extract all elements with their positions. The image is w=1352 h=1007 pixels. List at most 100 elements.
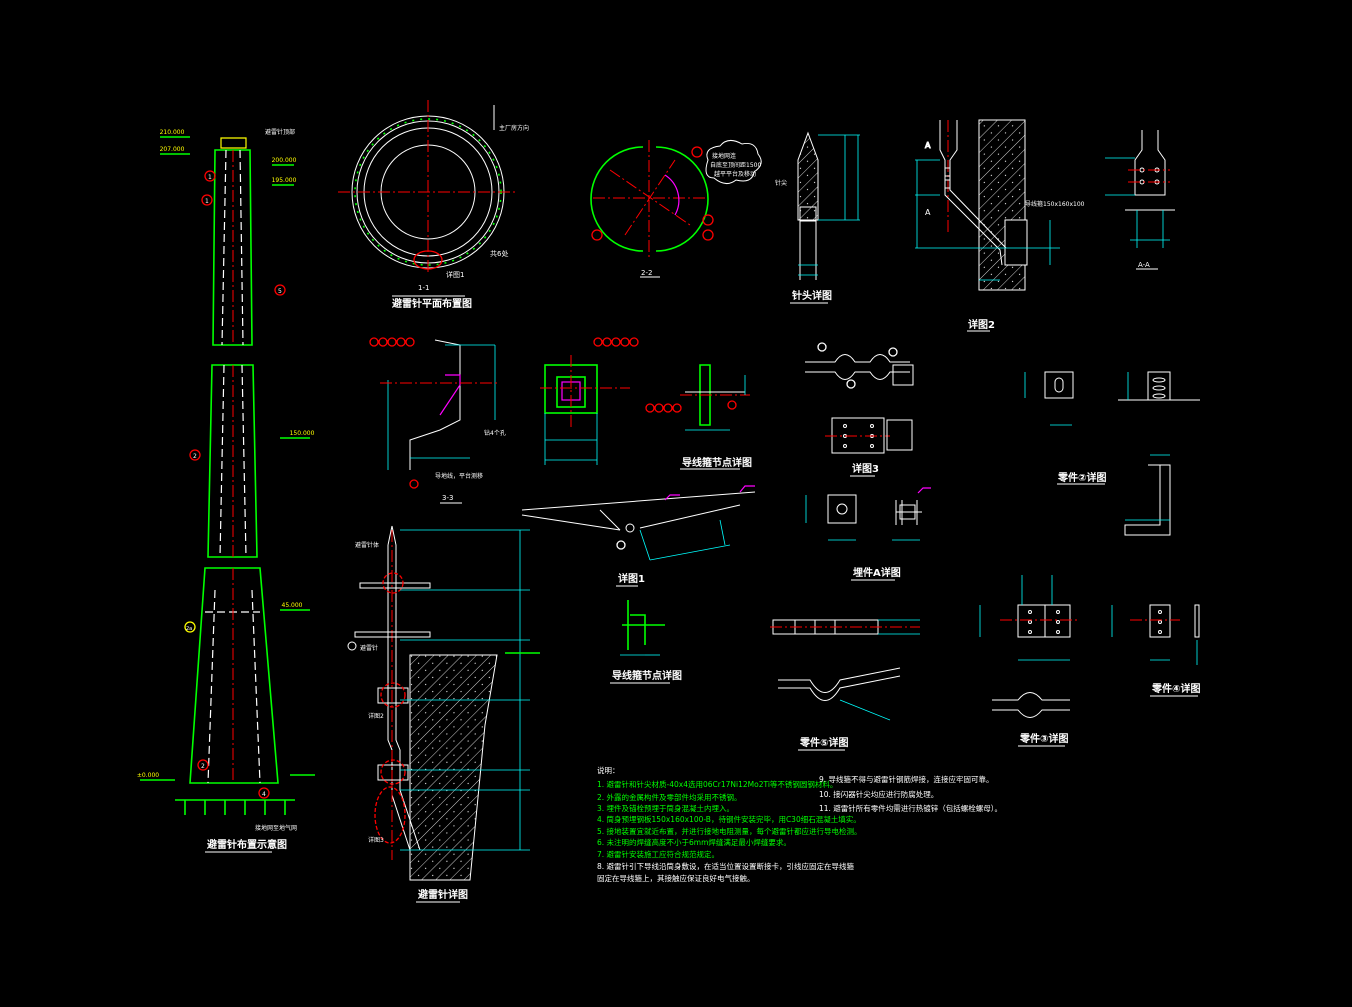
drawing-stroke <box>805 371 910 380</box>
drawing-stroke <box>699 364 711 426</box>
drawing-stroke <box>870 424 874 428</box>
tip-detail: 针尖 针头详图 <box>775 131 860 304</box>
drawing-stroke <box>892 364 914 386</box>
drawing-label: 针头详图 <box>792 289 832 302</box>
drawing-label: 自底至顶间距1500 <box>710 161 761 169</box>
drawing-stroke <box>347 641 357 651</box>
part-4-detail: 零件④详图 <box>1111 604 1200 697</box>
drawing-stroke <box>201 194 213 206</box>
note-item: 6. 未注明的焊缝高度不小于6mm焊缝满足最小焊缝要求。 <box>597 837 791 847</box>
drawing-stroke <box>369 337 379 347</box>
drawing-label: 避雷针详图 <box>417 888 468 901</box>
drawing-stroke <box>846 379 856 389</box>
drawing-stroke <box>204 170 216 182</box>
elevation-label: 207.000 <box>160 146 185 153</box>
drawing-stroke <box>377 687 409 704</box>
drawing-stroke <box>377 764 409 781</box>
drawing-label: 2 <box>193 453 197 460</box>
drawing-stroke <box>886 419 913 451</box>
drawing-stroke <box>915 159 1060 281</box>
drawing-label: 详图1 <box>446 270 464 279</box>
drawing-stroke <box>719 519 726 546</box>
part-5-detail: 零件⑤详图 <box>770 619 920 751</box>
drawing-stroke <box>184 800 286 815</box>
drawing-stroke <box>1111 605 1198 665</box>
drawing-label: 导线箍节点详图 <box>682 456 752 469</box>
drawing-stroke <box>664 494 680 501</box>
note-item: 4. 筒身预埋钢板150x160x100-B，待钢件安装完毕，用C30细石混凝土… <box>597 814 861 824</box>
rod-top-label: 避雷针顶部 <box>265 128 295 136</box>
drawing-stroke <box>888 347 898 357</box>
drawing-stroke <box>207 364 258 558</box>
section-3-3: 钻4个孔 导地线，平台测移 3-3 <box>369 337 506 504</box>
rod-detail: 避雷针体 避雷针 详图2 详图3 避雷针详图 <box>347 525 540 903</box>
drawing-stroke <box>944 167 951 177</box>
drawing-label: 避雷针 <box>360 644 378 652</box>
drawing-label: 3-3 <box>442 494 453 502</box>
drawing-stroke <box>625 523 635 533</box>
elevation-label: ±0.000 <box>137 772 159 779</box>
drawing-stroke <box>944 179 951 189</box>
drawing-stroke <box>992 692 1070 718</box>
drawing-stroke <box>241 364 247 558</box>
drawing-stroke <box>396 337 406 347</box>
drawing-stroke <box>798 134 860 276</box>
drawing-stroke <box>727 400 737 410</box>
drawing-label: 共6处 <box>490 249 508 258</box>
drawing-stroke <box>624 159 676 236</box>
drawing-stroke <box>387 337 397 347</box>
drawing-stroke <box>380 682 406 708</box>
drawing-stroke <box>593 337 603 347</box>
drawing-stroke <box>799 206 817 222</box>
drawing-stroke <box>1152 377 1166 383</box>
drawing-label: 导线箍150x160x100 <box>1025 200 1085 208</box>
drawing-stroke <box>899 504 916 520</box>
note-item: 11. 避雷针所有零件均需进行热镀锌（包括螺栓螺母）。 <box>819 803 1002 813</box>
drawing-stroke <box>359 582 431 589</box>
drawing-label: 1 <box>208 174 212 181</box>
note-item: 固定在导线箍上，其接触应保证良好电气接触。 <box>597 873 755 883</box>
section-a-a: A-A <box>1105 130 1175 270</box>
drawing-label: 2-2 <box>641 269 652 277</box>
drawing-label: 零件⑤详图 <box>799 736 848 749</box>
drawing-stroke <box>1028 620 1032 624</box>
drawing-stroke <box>197 759 209 771</box>
drawing-label: 避雷针体 <box>355 541 379 549</box>
drawing-stroke <box>797 131 819 221</box>
drawing-label: 1-1 <box>418 284 429 292</box>
drawing-stroke <box>939 120 1003 266</box>
drawing-stroke <box>413 250 443 270</box>
part-3-detail: 零件③详图 <box>979 575 1080 747</box>
drawing-stroke <box>702 214 714 226</box>
drawing-stroke <box>400 529 530 851</box>
drawing-stroke <box>274 284 286 296</box>
drawing-stroke <box>685 375 746 431</box>
note-item: 2. 外露的金属构件及零部件均采用不锈钢。 <box>597 792 742 802</box>
drawing-stroke <box>409 654 498 881</box>
drawing-stroke <box>1124 464 1171 536</box>
drawing-stroke <box>705 140 762 184</box>
drawing-stroke <box>544 413 598 465</box>
drawing-label: 4 <box>262 791 266 798</box>
drawing-stroke <box>1158 610 1162 614</box>
drawing-stroke <box>1134 130 1166 196</box>
drawing-stroke <box>258 787 270 799</box>
drawing-stroke <box>645 403 655 413</box>
drawing-stroke <box>839 699 891 721</box>
drawing-stroke <box>409 339 461 470</box>
drawing-stroke <box>663 403 673 413</box>
drawing-stroke <box>189 567 279 784</box>
embed-plate-section <box>540 337 639 465</box>
section-2-2: 接地网连 自底至顶间距1500 越平平台及移动 2-2 <box>590 140 762 278</box>
drawing-stroke <box>649 544 731 561</box>
drawing-label: 2a <box>186 626 192 632</box>
drawing-stroke <box>917 487 931 494</box>
drawing-label: A <box>925 141 931 150</box>
drawing-label: 埋件A详图 <box>853 566 901 579</box>
drawing-label: 详图2 <box>968 318 995 331</box>
drawing-stroke <box>639 504 741 529</box>
drawing-label: 详图2 <box>368 712 384 720</box>
drawing-stroke <box>1056 630 1060 634</box>
drawing-stroke <box>1152 393 1166 399</box>
detail-2: AA 导线箍150x160x100 详图2 <box>915 119 1085 332</box>
